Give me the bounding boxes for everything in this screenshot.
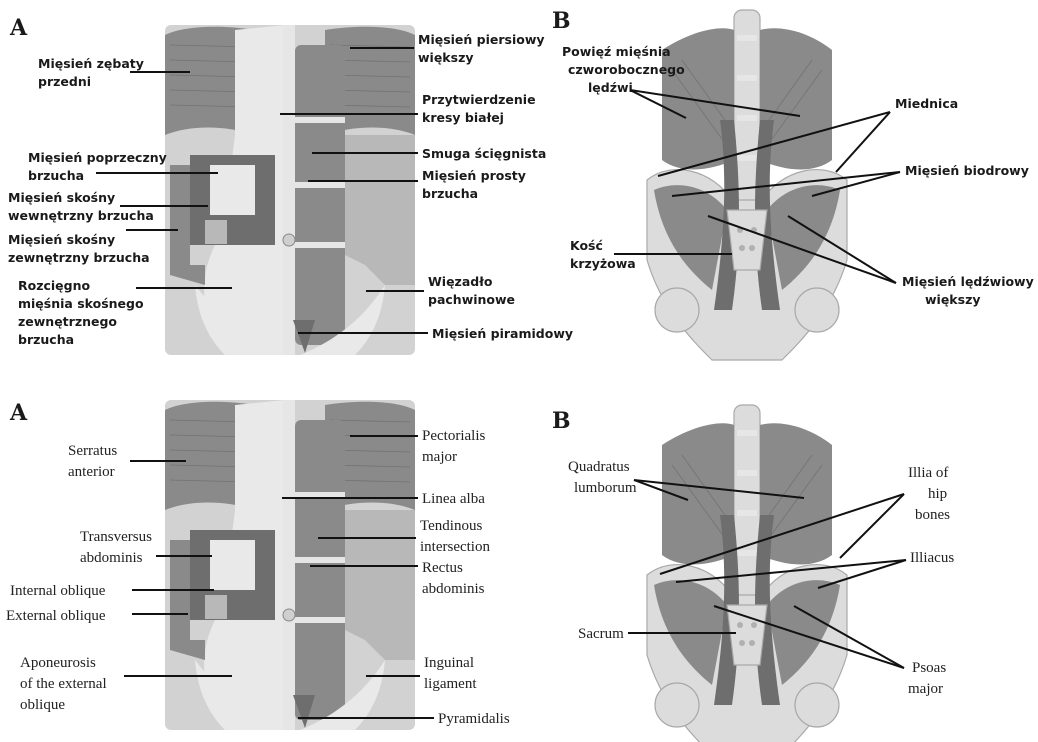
label-pyramidalis-en-line1: Pyramidalis <box>438 711 510 727</box>
label-external-en: External oblique <box>6 608 188 624</box>
pelvis-illustration-en <box>647 405 847 742</box>
label-linea-line1: Przytwierdzenie <box>422 92 536 107</box>
label-inguinal-en-line1: Inguinal <box>424 655 474 671</box>
label-psoas-en-line1: Psoas <box>912 660 946 676</box>
label-ilia-en-line3: bones <box>915 507 950 523</box>
label-pectoralis-line1: Mięsień piersiowy <box>418 32 545 47</box>
label-quadratus-en-line2: lumborum <box>574 480 637 496</box>
torso-illustration <box>165 25 415 355</box>
label-tendinous-line1: Smuga ścięgnista <box>422 146 546 161</box>
label-inguinal-en-line2: ligament <box>424 676 477 692</box>
label-ilia-en-line2: hip <box>928 486 947 502</box>
label-quadratus-line2: czworobocznego <box>568 62 685 77</box>
label-inguinal-line2: pachwinowe <box>428 292 515 307</box>
label-quadratus-line3: lędźwi <box>588 80 633 95</box>
label-iliacus-line1: Mięsień biodrowy <box>905 163 1029 178</box>
label-iliacus-en-line1: Illiacus <box>910 550 954 566</box>
panel-top-left: A Mięsień zębaty przedni Mięsień piersio… <box>8 15 573 355</box>
label-tendinous-en-line1: Tendinous <box>420 518 482 534</box>
label-ilia-en-line1: Illia of <box>908 465 948 481</box>
label-internal-line2: wewnętrzny brzucha <box>8 208 154 223</box>
label-pectoralis-en-line1: Pectorialis <box>422 428 485 444</box>
label-rectus-en-line2: abdominis <box>422 581 485 597</box>
label-aponeurosis-line3: zewnętrznego <box>18 314 117 329</box>
label-serratus-en-line2: anterior <box>68 464 115 480</box>
label-sacrum-line2: krzyżowa <box>570 256 636 271</box>
label-internal-en-line1: Internal oblique <box>10 583 106 599</box>
label-serratus-en-line1: Serratus <box>68 443 117 459</box>
label-quadratus-line1: Powięź mięśnia <box>562 44 671 59</box>
label-pectoralis-line2: większy <box>418 50 474 65</box>
panel-letter-a-en: A <box>9 400 28 426</box>
label-transversus-en-line2: abdominis <box>80 550 143 566</box>
label-sacrum-en-line1: Sacrum <box>578 626 624 642</box>
label-aponeurosis-en-line1: Aponeurosis <box>20 655 96 671</box>
label-pyramidalis-line1: Mięsień piramidowy <box>432 326 573 341</box>
label-aponeurosis-line4: brzucha <box>18 332 74 347</box>
label-transversus-en-line1: Transversus <box>80 529 152 545</box>
label-rectus-en-line1: Rectus <box>422 560 463 576</box>
panel-bottom-right: B Quadratus lumborum Illia of hip bones … <box>552 405 954 742</box>
panel-letter-b-en: B <box>552 408 571 434</box>
label-transversus-line2: brzucha <box>28 168 84 183</box>
label-serratus-line2: przedni <box>38 74 91 89</box>
panel-letter-b: B <box>552 8 571 34</box>
label-serratus-line1: Mięsień zębaty <box>38 56 144 71</box>
label-aponeurosis-en-line2: of the external <box>20 676 107 692</box>
label-transversus-line1: Mięsień poprzeczny <box>28 150 167 165</box>
label-internal-line1: Mięsień skośny <box>8 190 115 205</box>
label-external-en-line1: External oblique <box>6 608 106 624</box>
label-aponeurosis-en-line3: oblique <box>20 697 65 713</box>
label-psoas-line2: większy <box>925 292 981 307</box>
label-external: Mięsień skośny zewnętrzny brzucha <box>8 230 178 265</box>
label-aponeurosis-line1: Rozcięgno <box>18 278 91 293</box>
label-aponeurosis-line2: mięśnia skośnego <box>18 296 144 311</box>
label-sacrum-line1: Kość <box>570 238 603 253</box>
label-psoas-line1: Mięsień lędźwiowy <box>902 274 1034 289</box>
label-quadratus-en-line1: Quadratus <box>568 459 630 475</box>
panel-top-right: B Powięź mięśnia czworobocznego lędźwi M… <box>552 8 1034 360</box>
label-ilia-line1: Miednica <box>895 96 958 111</box>
label-psoas-en-line2: major <box>908 681 943 697</box>
label-pectoralis-en-line2: major <box>422 449 457 465</box>
label-linea-en-line1: Linea alba <box>422 491 485 507</box>
panel-bottom-left: A Serratus anterior Pectorialis major Li… <box>6 400 510 730</box>
label-linea-line2: kresy białej <box>422 110 504 125</box>
label-external-line1: Mięsień skośny <box>8 232 115 247</box>
panel-letter-a: A <box>9 15 28 41</box>
label-inguinal-line1: Więzadło <box>428 274 493 289</box>
label-external-line2: zewnętrzny brzucha <box>8 250 150 265</box>
label-rectus-line1: Mięsień prosty <box>422 168 526 183</box>
leader-ilia-right <box>836 112 890 172</box>
label-tendinous-en-line2: intersection <box>420 539 490 555</box>
label-rectus-line2: brzucha <box>422 186 478 201</box>
